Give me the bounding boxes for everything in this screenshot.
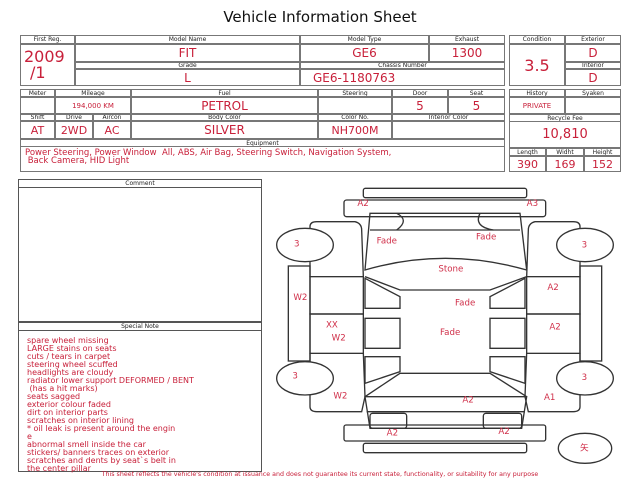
grade-label: Grade [75,62,300,69]
mark-wheel-fl: 3 [294,240,300,250]
mark-left-sill: W2 [293,293,307,303]
mark-rear-bumper-right: A2 [498,427,509,437]
body-color-label: Body Color [131,114,318,121]
fuel-label: Fuel [131,89,318,97]
mark-front-bumper-left: A2 [357,199,368,209]
mileage-value: 194,000 KM [55,97,131,114]
condition-label: Condition [509,35,565,44]
damage-marks: A2 A3 Fade Fade 3 3 Stone A2 W2 Fade XX … [292,199,589,454]
mark-wheel-rr: 3 [582,373,588,383]
exterior-label: Exterior [565,35,621,44]
condition-value: 3.5 [509,44,565,86]
mark-right-front-door: A2 [547,283,558,293]
mark-roof-front: Fade [455,298,475,308]
width-label: Widht [546,148,584,156]
height-value: 152 [584,156,621,172]
comment-label: Comment [18,179,262,188]
chassis-value: GE6-1180763 [300,69,505,86]
disclaimer-footer: This sheet reflects the vehicle's condit… [101,471,539,478]
equipment-value: Power Steering, Power Window All, ABS, A… [20,147,505,172]
recycle-label: Recycle Fee [509,114,621,122]
mark-right-rear-door: A2 [549,322,560,332]
mark-front-bumper-right: A3 [527,199,538,209]
exterior-value: D [565,44,621,62]
seat-label: Seat [448,89,505,97]
meter-label: Meter [20,89,55,97]
body-color-value: SILVER [131,121,318,139]
model-name-label: Model Name [75,35,300,44]
equipment-label: Equipment [20,139,505,147]
mark-windshield: Stone [438,265,463,275]
steering-label: Steering [318,89,392,97]
drive-value: 2WD [55,121,93,139]
mark-wheel-fr: 3 [582,240,588,250]
mark-wheel-rl: 3 [292,371,298,381]
drive-label: Drive [55,114,93,121]
special-note-text: spare wheel missing LARGE stains on seat… [18,331,262,473]
first-reg-value: 2009 /1 [20,44,75,86]
syaken-label: Syaken [565,89,621,97]
steering-value [318,97,392,114]
grade-value: L [75,69,300,86]
interior-label: Interior [565,62,621,69]
mark-circle-symbol: 矢 [580,442,589,454]
shift-value: AT [20,121,55,139]
meter-value [20,97,55,114]
length-value: 390 [509,156,546,172]
aircon-value: AC [93,121,131,139]
mark-rear-bumper-left: A2 [387,428,398,438]
mark-hood-right: Fade [476,232,496,242]
exhaust-value: 1300 [429,44,505,62]
fuel-value: PETROL [131,97,318,114]
mark-left-quarter: W2 [333,391,347,401]
model-type-value: GE6 [300,44,429,62]
mark-roof-rear: Fade [440,328,460,338]
history-label: History [509,89,565,97]
width-value: 169 [546,156,584,172]
syaken-value [565,97,621,114]
color-no-label: Color No. [318,114,392,121]
car-damage-diagram: A2 A3 Fade Fade 3 3 Stone A2 W2 Fade XX … [276,187,614,464]
mileage-label: Mileage [55,89,131,97]
door-value: 5 [392,97,448,114]
mark-left-rear-door-xx: XX [326,320,338,330]
color-no-value: NH700M [318,121,392,139]
car-outline [276,187,614,464]
length-label: Length [509,148,546,156]
model-name-value: FIT [75,44,300,62]
page-title: Vehicle Information Sheet [223,8,417,26]
seat-value: 5 [448,97,505,114]
chassis-label: Chassis Number [300,62,505,69]
interior-color-value [392,121,505,139]
exhaust-label: Exhaust [429,35,505,44]
mark-left-rear-door-w2: W2 [332,334,346,344]
first-reg-label: First Reg. [20,35,75,44]
mark-hood-left: Fade [377,236,397,246]
mark-right-quarter: A1 [544,393,555,403]
model-type-label: Model Type [300,35,429,44]
shift-label: Shift [20,114,55,121]
first-reg-year: 2009 [24,47,65,66]
comment-box [18,188,262,322]
interior-color-label: Interior Color [392,114,505,121]
first-reg-month: /1 [30,63,46,82]
recycle-value: 10,810 [509,122,621,148]
special-note-label: Special Note [18,322,262,331]
history-value: PRIVATE [509,97,565,114]
aircon-label: Aircon [93,114,131,121]
height-label: Height [584,148,621,156]
mark-trunk: A2 [462,396,473,406]
door-label: Door [392,89,448,97]
interior-value: D [565,69,621,86]
